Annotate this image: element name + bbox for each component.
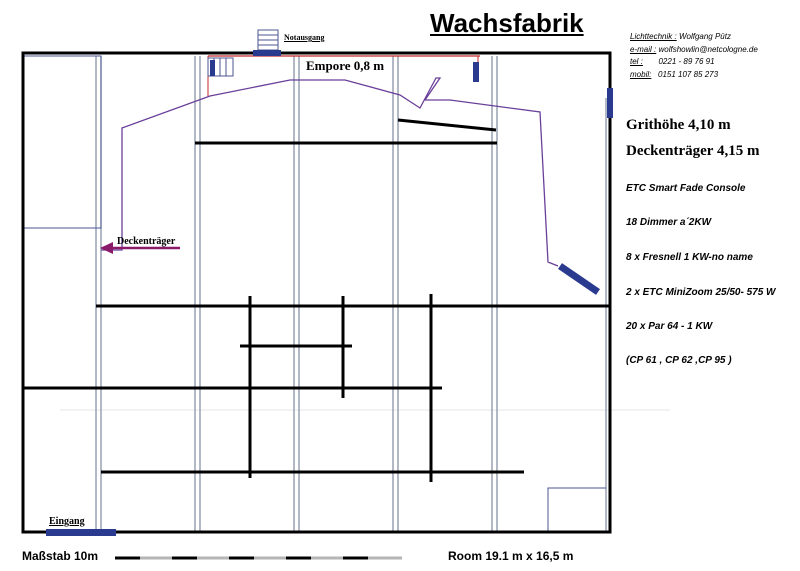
room-dimensions-label: Room 19.1 m x 16,5 m	[448, 549, 574, 563]
emergency-exit-label: Notausgang	[284, 33, 325, 42]
corner-room-outline	[547, 487, 606, 532]
contact-tel: tel : 0221 - 89 76 91	[630, 56, 758, 69]
entrance-label: Eingang	[49, 516, 85, 527]
contact-label: mobil:	[630, 69, 652, 79]
plan-title: Wachsfabrik	[430, 8, 584, 38]
right-wall-door	[607, 88, 613, 118]
beam-height-label: Deckenträger 4,15 m	[626, 143, 760, 159]
gallery-door	[210, 60, 215, 76]
contact-value: wolfshowlin@netcologne.de	[658, 44, 758, 54]
staircase-top	[257, 29, 279, 51]
grid-height-label: Grithöhe 4,10 m	[626, 117, 731, 133]
gallery-label: Empore 0,8 m	[306, 58, 385, 73]
deckentraeger-arrow-label: Deckenträger	[117, 236, 176, 247]
ceiling-beam	[194, 56, 201, 532]
contact-value: 0221 - 89 76 91	[658, 57, 715, 66]
ceiling-beam	[293, 56, 300, 532]
side-door	[473, 62, 479, 82]
contact-mobil: mobil: 0151 107 85 273	[630, 69, 758, 82]
gallery-outline	[101, 77, 559, 267]
contact-label: tel :	[630, 57, 643, 66]
deckentraeger-arrow	[100, 242, 180, 254]
diagonal-door	[558, 263, 600, 295]
contact-label: e-mail :	[630, 44, 657, 54]
contact-email: e-mail : wolfshowlin@netcologne.de	[630, 44, 758, 57]
outer-wall	[21, 51, 612, 534]
ceiling-beam	[491, 56, 498, 532]
contact-value: 0151 107 85 273	[658, 69, 719, 79]
equipment-item: ETC Smart Fade Console	[626, 183, 746, 194]
ceiling-beam	[392, 56, 399, 532]
left-room-outline	[22, 55, 102, 229]
scale-label: Maßstab 10m	[22, 549, 99, 563]
truss-pipe	[397, 118, 497, 132]
equipment-item: 8 x Fresnell 1 KW-no name	[626, 252, 753, 263]
equipment-item: 20 x Par 64 - 1 KW	[626, 321, 713, 332]
equipment-item: 18 Dimmer a´2KW	[626, 217, 712, 228]
truss-pipes	[23, 118, 610, 482]
contact-value: Wolfgang Pütz	[678, 32, 731, 41]
contact-lichttechnik: Lichttechnik : Wolfgang Pütz	[630, 31, 758, 44]
contact-label: Lichttechnik :	[630, 32, 677, 41]
contact-block: Lichttechnik : Wolfgang Pütz e-mail : wo…	[630, 31, 758, 81]
entrance-door	[46, 529, 116, 536]
emergency-exit-door	[253, 50, 281, 56]
ceiling-beam	[95, 56, 102, 532]
ceiling-beams	[95, 56, 607, 532]
equipment-item: 2 x ETC MiniZoom 25/50- 575 W	[626, 287, 776, 298]
equipment-item: (CP 61 , CP 62 ,CP 95 )	[626, 355, 732, 366]
